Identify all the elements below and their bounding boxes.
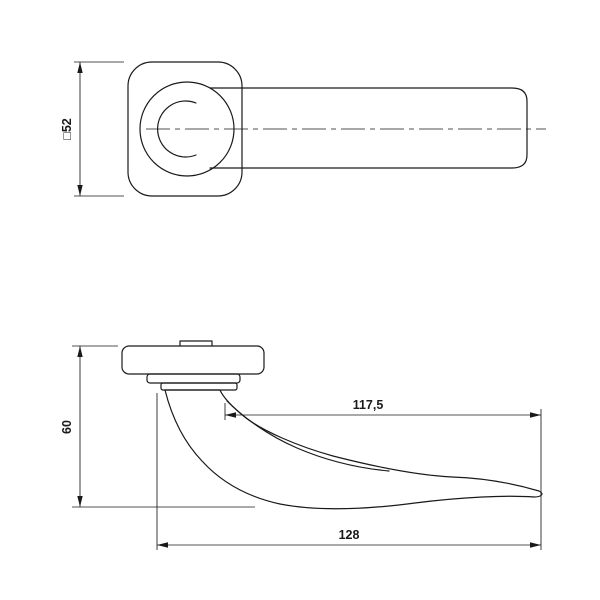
arrowhead-left [157, 542, 168, 548]
arrowhead-down [77, 496, 83, 507]
front-view: □52 [60, 61, 546, 197]
dimension-reach-117-5-label: 117,5 [353, 398, 384, 412]
arrowhead-up [77, 346, 83, 357]
arrowhead-right [530, 542, 541, 548]
arrowhead-left [225, 412, 236, 418]
dimension-height-60-label: 60 [60, 420, 74, 434]
dimension-total-128-label: 128 [339, 528, 360, 542]
rosette-under-plate [146, 373, 241, 384]
side-view: 60 117,5 128 [60, 340, 543, 550]
rosette-side-plate [121, 345, 265, 375]
rosette-top-tab [179, 340, 213, 347]
handle-crease-line [226, 400, 390, 472]
dimension-reach-117-5: 117,5 [224, 398, 542, 550]
arrowhead-down [77, 185, 83, 196]
dimension-square-52-label: □52 [60, 118, 74, 140]
arrowhead-right [530, 412, 541, 418]
handle-bar [209, 87, 528, 169]
arrowhead-up [77, 62, 83, 73]
dimension-height-60: 60 [60, 345, 255, 508]
handle-collar [160, 382, 238, 391]
dimension-square-52: □52 [60, 61, 124, 197]
handle-side-profile [164, 389, 543, 510]
dimension-total-128: 128 [156, 393, 541, 550]
